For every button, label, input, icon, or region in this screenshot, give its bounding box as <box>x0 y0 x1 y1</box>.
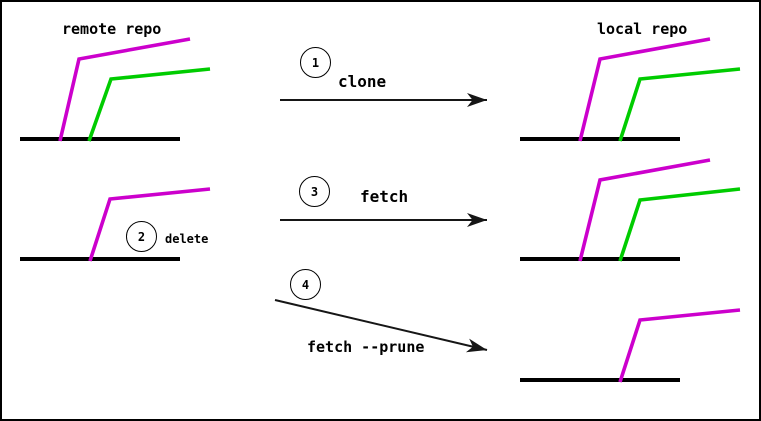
remote-repo-initial <box>20 37 211 142</box>
magenta-branch-line <box>578 158 711 262</box>
local-repo-after-fetch <box>520 158 741 262</box>
step-3-number: 3 <box>310 184 319 199</box>
clone-label: clone <box>338 72 387 91</box>
magenta-branch-line <box>578 37 711 142</box>
step-2-badge: 2 <box>126 221 157 252</box>
step-4-number: 4 <box>301 277 310 292</box>
step-2-number: 2 <box>137 229 146 244</box>
green-branch-line <box>618 187 741 262</box>
step-3-badge: 3 <box>299 176 330 207</box>
delete-label: delete <box>165 232 209 246</box>
green-branch-line <box>618 67 741 142</box>
step-1-badge: 1 <box>300 47 331 78</box>
local-repo-title: local repo <box>597 20 688 38</box>
green-branch-line <box>87 67 211 142</box>
local-repo-after-clone <box>520 37 741 142</box>
step-1-number: 1 <box>311 55 320 70</box>
remote-repo-after-delete <box>20 187 211 262</box>
local-repo-after-prune <box>520 308 741 383</box>
fetch-prune-arrow <box>274 299 488 353</box>
fetch-prune-label: fetch --prune <box>307 338 425 356</box>
fetch-label: fetch <box>360 187 409 206</box>
magenta-branch-line <box>618 308 741 383</box>
magenta-branch-line <box>58 37 191 142</box>
step-4-badge: 4 <box>290 269 321 300</box>
remote-repo-title: remote repo <box>62 20 162 38</box>
magenta-branch-line <box>88 187 211 262</box>
